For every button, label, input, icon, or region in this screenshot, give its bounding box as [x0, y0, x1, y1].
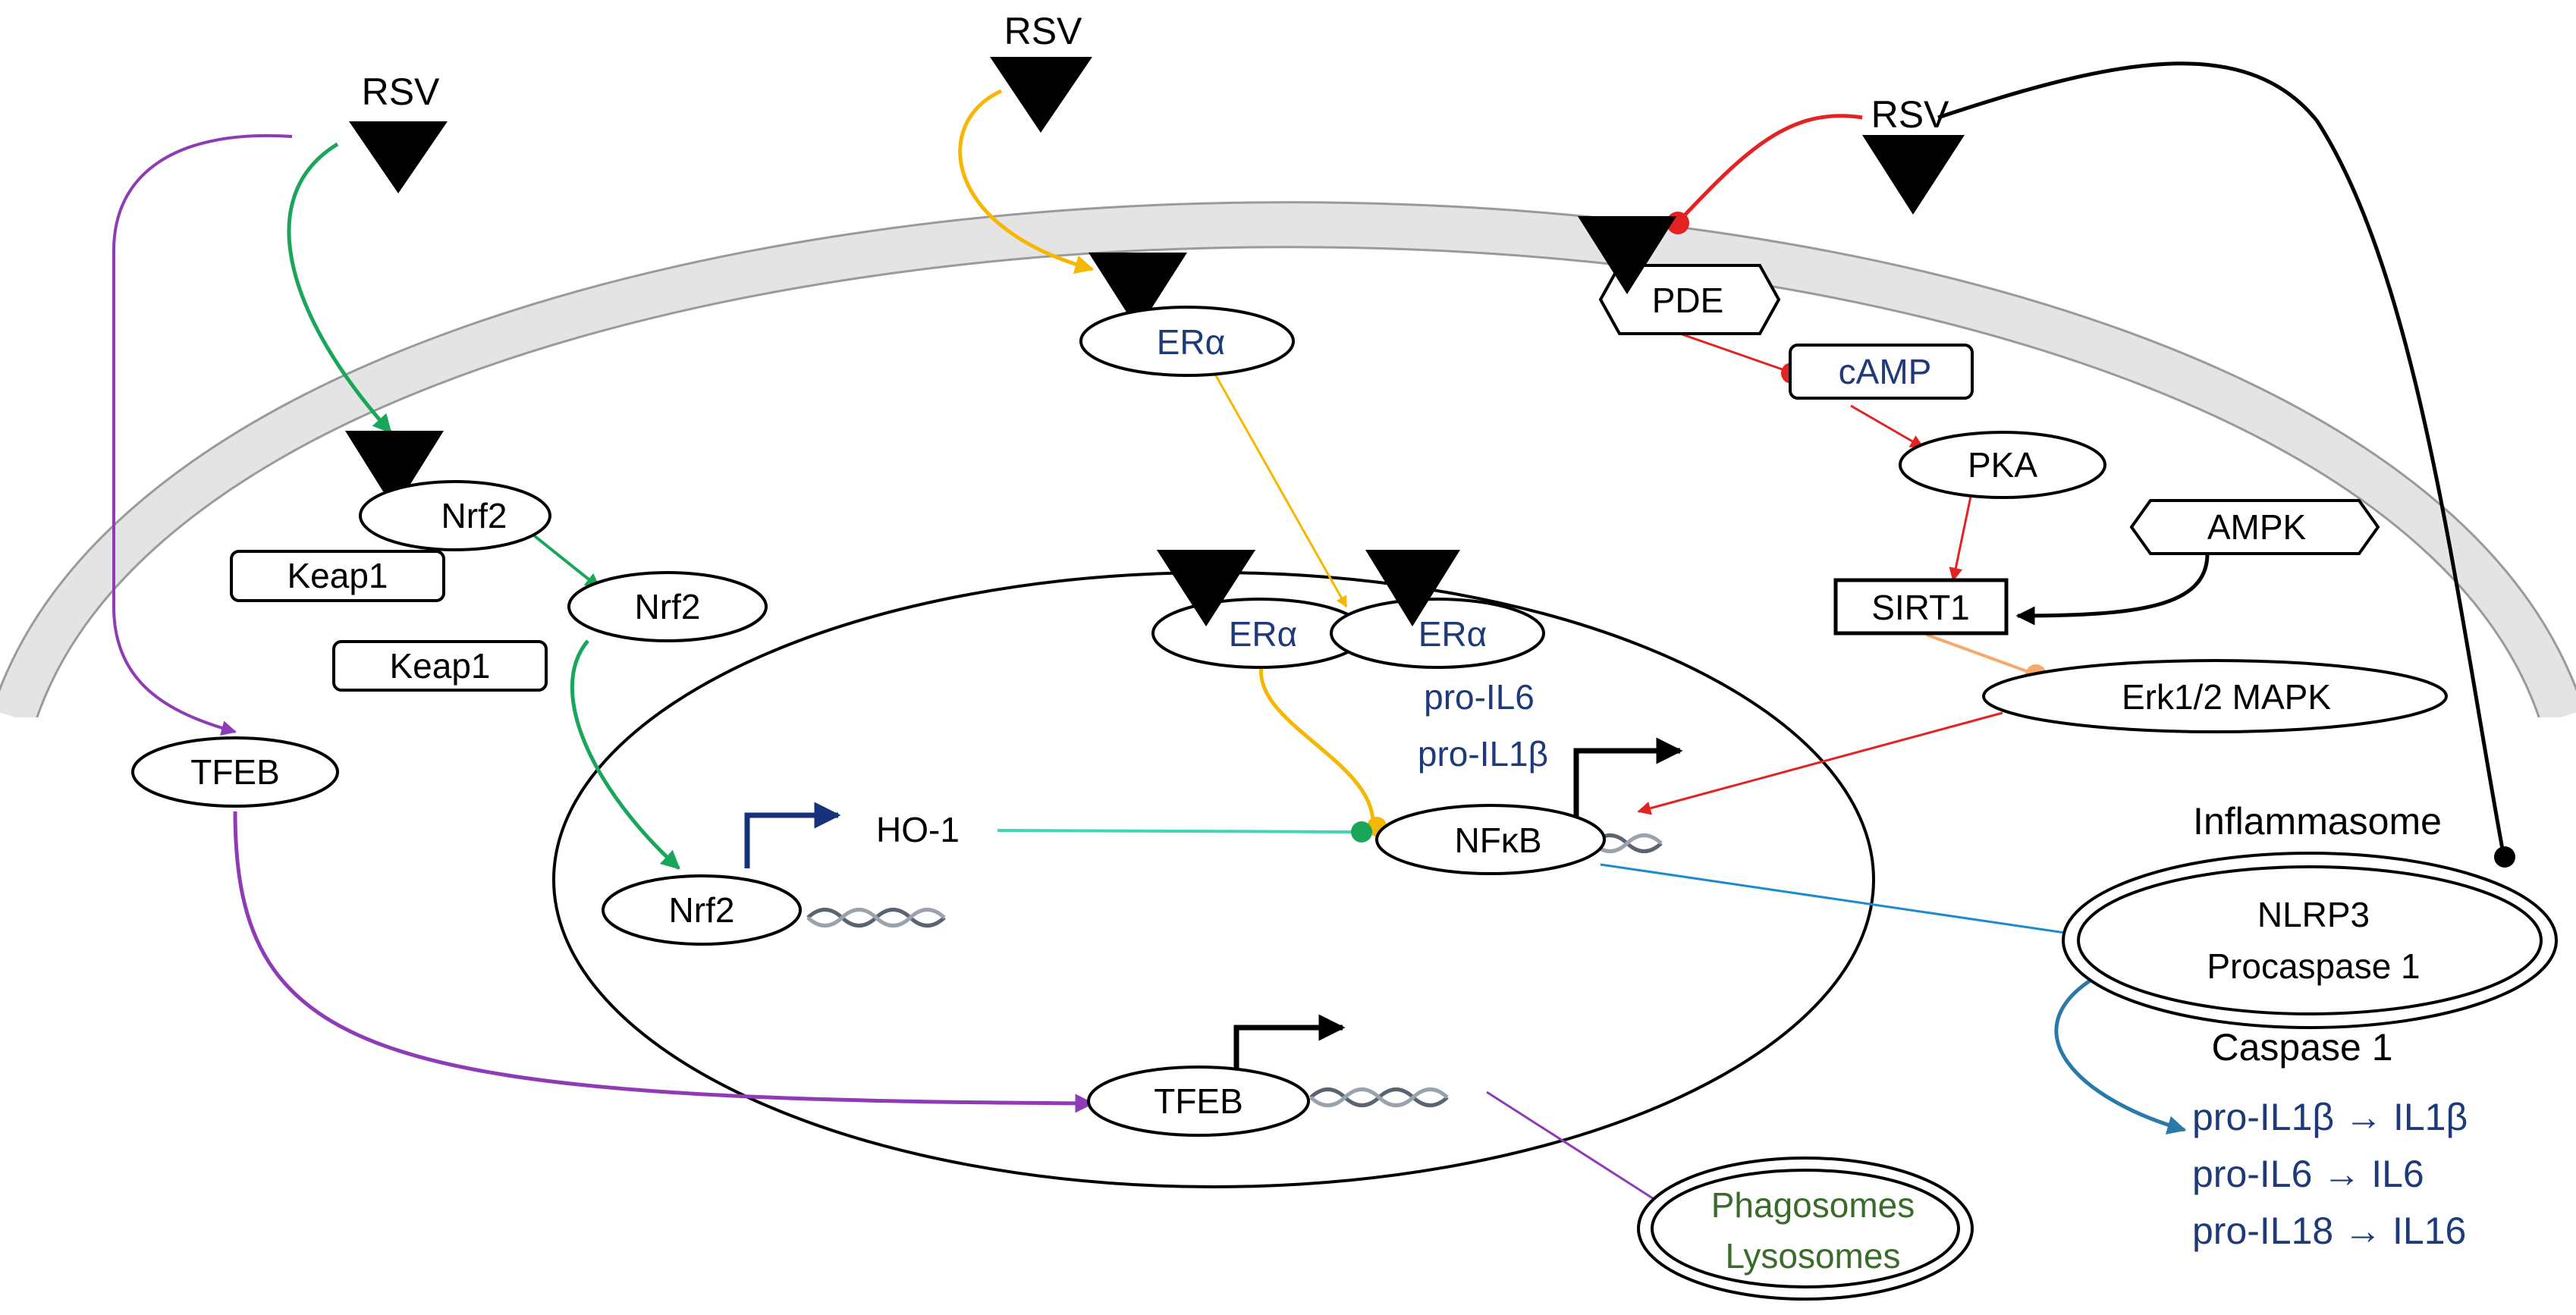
- phagosome-inner: [1651, 1169, 1960, 1288]
- arrow-tfeb-to-phagosomes: [1486, 1091, 1678, 1215]
- nrf2-node-3: [602, 874, 802, 946]
- arrow-ampk-to-sirt1: [2015, 553, 2210, 626]
- inhibit-dot-inflammasome: [2494, 846, 2515, 868]
- pro-il1b-label: pro-IL1β: [1418, 734, 1548, 774]
- rsv-bound-pde-overlay: [1578, 216, 1676, 294]
- camp-box: [1789, 344, 1974, 400]
- nrf2-label-1: Nrf2: [441, 496, 507, 535]
- rsv-label-left: RSV: [362, 71, 440, 113]
- era-label-cytoplasm: ERα: [1157, 322, 1226, 362]
- ho1-label: HO-1: [876, 810, 960, 849]
- tfeb-node-1: [131, 736, 339, 808]
- sirt1-label: SIRT1: [1871, 588, 1970, 627]
- line-rsv-inhibits-pde: [1679, 114, 1863, 221]
- nrf2-node-1: [359, 480, 551, 551]
- inflammasome-label: Inflammasome: [2193, 800, 2442, 843]
- era-label-nuclear-1: ERα: [1229, 614, 1298, 654]
- nfkb-node: [1375, 804, 1606, 875]
- rsv-bound-era-nuclear-2: [1365, 550, 1460, 626]
- erk-node: [1982, 659, 2448, 733]
- arrow-nuclear-era-to-nfkb: [1259, 659, 1375, 824]
- keap1-label-2: Keap1: [389, 646, 490, 686]
- keap1-label-1: Keap1: [287, 556, 388, 595]
- era-node-cytoplasm: [1079, 306, 1295, 377]
- cytokine-line-2: pro-IL6 → IL6: [2192, 1153, 2424, 1195]
- caspase-label: Caspase 1: [2211, 1026, 2392, 1069]
- tfeb-node-2: [1087, 1065, 1310, 1137]
- inflammasome-outer: [2062, 852, 2558, 1029]
- promoter-tfeb: [1233, 1014, 1346, 1083]
- arrow-nfkb-to-inflammasome: [1600, 863, 2103, 943]
- tfeb-label-2: TFEB: [1154, 1081, 1243, 1121]
- line-pde-inhibits-camp: [1679, 332, 1789, 373]
- rsv-label-center: RSV: [1004, 10, 1082, 52]
- pde-label: PDE: [1652, 281, 1724, 320]
- keap1-box-1: [230, 550, 445, 602]
- phagosome-outer: [1637, 1157, 1974, 1301]
- nrf2-node-2: [567, 571, 768, 642]
- rsv-label-right: RSV: [1871, 93, 1949, 136]
- rsv-bound-era: [1089, 253, 1187, 330]
- arrow-nrf2-into-nucleus: [570, 639, 680, 870]
- nrf2-label-2: Nrf2: [635, 587, 701, 626]
- line-rsv-inhibits-inflammasome: [1937, 61, 2505, 854]
- pka-label: PKA: [1968, 445, 2037, 485]
- arrow-rsv-to-nrf2: [287, 142, 392, 434]
- arrow-erk-to-nfkb: [1637, 711, 2003, 815]
- pde-node: [1598, 264, 1781, 335]
- inflammasome-inner: [2077, 865, 2543, 1015]
- erk-label: Erk1/2 MAPK: [2122, 677, 2331, 717]
- keap1-box-2: [332, 640, 548, 692]
- rsv-bound-nrf2: [345, 431, 444, 510]
- cytokine-line-3: pro-IL18 → IL16: [2192, 1210, 2466, 1252]
- camp-label: cAMP: [1839, 352, 1932, 391]
- arrow-nrf2-to-nrf2: [522, 526, 601, 589]
- dna-helix-tfeb: [1309, 1087, 1449, 1107]
- arrow-rsv-to-tfeb: [112, 133, 293, 736]
- nrf2-label-3: Nrf2: [669, 890, 735, 930]
- ampk-label: AMPK: [2207, 507, 2307, 547]
- arrow-rsv-to-era: [958, 89, 1095, 275]
- rsv-triangle-left: [349, 121, 448, 193]
- cytokine-line-1: pro-IL1β → IL1β: [2192, 1096, 2468, 1138]
- nfkb-label: NFκB: [1455, 821, 1542, 860]
- rsv-triangle-center: [990, 57, 1092, 133]
- line-sirt1-inhibits-erk: [1926, 633, 2034, 675]
- nlrp3-label: NLRP3: [2257, 895, 2370, 934]
- arrow-tfeb-into-nucleus: [233, 811, 1095, 1113]
- arrow-era-to-nuclear-era: [1212, 371, 1348, 608]
- pka-node: [1899, 431, 2106, 499]
- line-ho1-to-nfkb: [997, 829, 1359, 833]
- tfeb-label-1: TFEB: [190, 752, 280, 792]
- ampk-node: [2129, 499, 2380, 555]
- arrow-pka-to-sirt1: [1949, 488, 1974, 582]
- inhibit-dot-ho1: [1351, 821, 1372, 843]
- arrow-inflammasome-to-cytokines: [2054, 976, 2187, 1135]
- sirt1-box: [1833, 578, 2009, 636]
- era-label-nuclear-2: ERα: [1418, 614, 1487, 654]
- era-node-nuclear-2: [1330, 598, 1545, 669]
- pro-il6-label: pro-IL6: [1424, 677, 1535, 717]
- promoter-ho1: [744, 802, 841, 868]
- rsv-triangle-right: [1862, 135, 1965, 215]
- rsv-bound-era-nuclear-1-overlay: [1157, 550, 1255, 626]
- procaspase-label: Procaspase 1: [2207, 946, 2420, 986]
- phagosomes-label: Phagosomes: [1711, 1185, 1915, 1225]
- lysosomes-label: Lysosomes: [1726, 1236, 1901, 1276]
- dna-helix-nrf2: [806, 908, 946, 927]
- arrow-camp-to-pka: [1850, 404, 1924, 449]
- promoter-nfkb: [1573, 737, 1683, 819]
